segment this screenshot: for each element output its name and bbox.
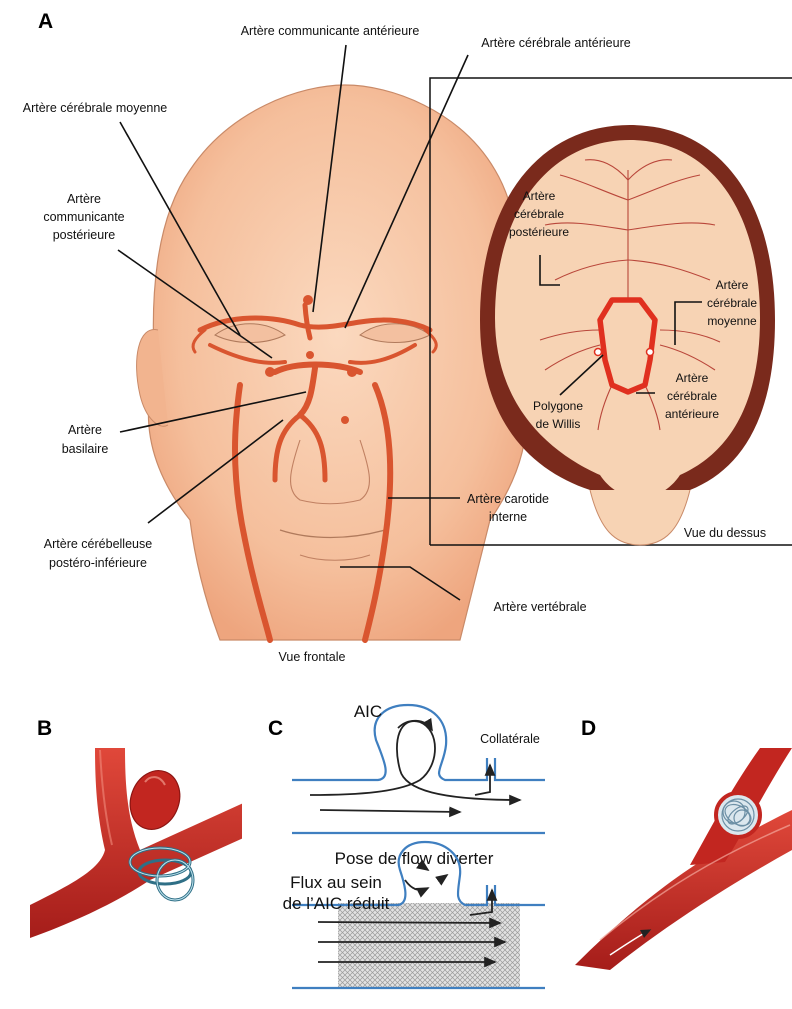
- inset-cer-ant-1: Artère: [676, 371, 709, 385]
- label-pose-flow-diverter: Pose de flow diverter: [335, 849, 494, 868]
- label-basilaire-1: Artère: [68, 423, 102, 437]
- panel-a-letter: A: [38, 10, 53, 33]
- label-flux-2: de l’AIC réduit: [283, 894, 390, 913]
- inset-cer-ant-2: cérébrale: [667, 389, 717, 403]
- inset-cer-ant-3: antérieure: [665, 407, 719, 421]
- label-comm-ant: Artère communicante antérieure: [241, 24, 420, 38]
- inset-polygone-2: de Willis: [536, 417, 581, 431]
- inset-cer-moy-1: Artère: [716, 278, 749, 292]
- label-carotide-1: Artère carotide: [467, 492, 549, 506]
- inset-cer-moy-2: cérébrale: [707, 296, 757, 310]
- panel-c-letter: C: [268, 717, 283, 740]
- inset-cer-post-1: Artère: [523, 189, 556, 203]
- label-vertebrale: Artère vertébrale: [493, 600, 586, 614]
- label-vue-dessus: Vue du dessus: [684, 526, 766, 540]
- inset-cer-moy-3: moyenne: [707, 314, 757, 328]
- label-vue-frontale: Vue frontale: [279, 650, 346, 664]
- label-basilaire-2: basilaire: [62, 442, 109, 456]
- label-flux-1: Flux au sein: [290, 873, 382, 892]
- label-cereb-post-inf-1: Artère cérébelleuse: [44, 537, 152, 551]
- flow-diagram-before: [292, 705, 545, 833]
- label-aic: AIC: [354, 702, 382, 721]
- label-carotide-2: interne: [489, 510, 527, 524]
- flow-diverter-illustration: [575, 748, 792, 970]
- head-illustration: [137, 85, 544, 640]
- label-comm-post-1: Artère: [67, 192, 101, 206]
- inset-cer-post-3: postérieure: [509, 225, 569, 239]
- label-comm-post-3: postérieure: [53, 228, 116, 242]
- label-collaterale: Collatérale: [480, 732, 540, 746]
- panel-d-letter: D: [581, 717, 596, 740]
- inset-polygone-1: Polygone: [533, 399, 583, 413]
- inset-cer-post-2: cérébrale: [514, 207, 564, 221]
- coiled-aneurysm-illustration: [30, 748, 250, 938]
- label-comm-post-2: communicante: [43, 210, 124, 224]
- label-cer-ant: Artère cérébrale antérieure: [481, 36, 630, 50]
- label-cereb-post-inf-2: postéro-inférieure: [49, 556, 147, 570]
- panel-b-letter: B: [37, 717, 52, 740]
- flow-diagram-after: [292, 842, 545, 988]
- label-cer-moy: Artère cérébrale moyenne: [23, 101, 168, 115]
